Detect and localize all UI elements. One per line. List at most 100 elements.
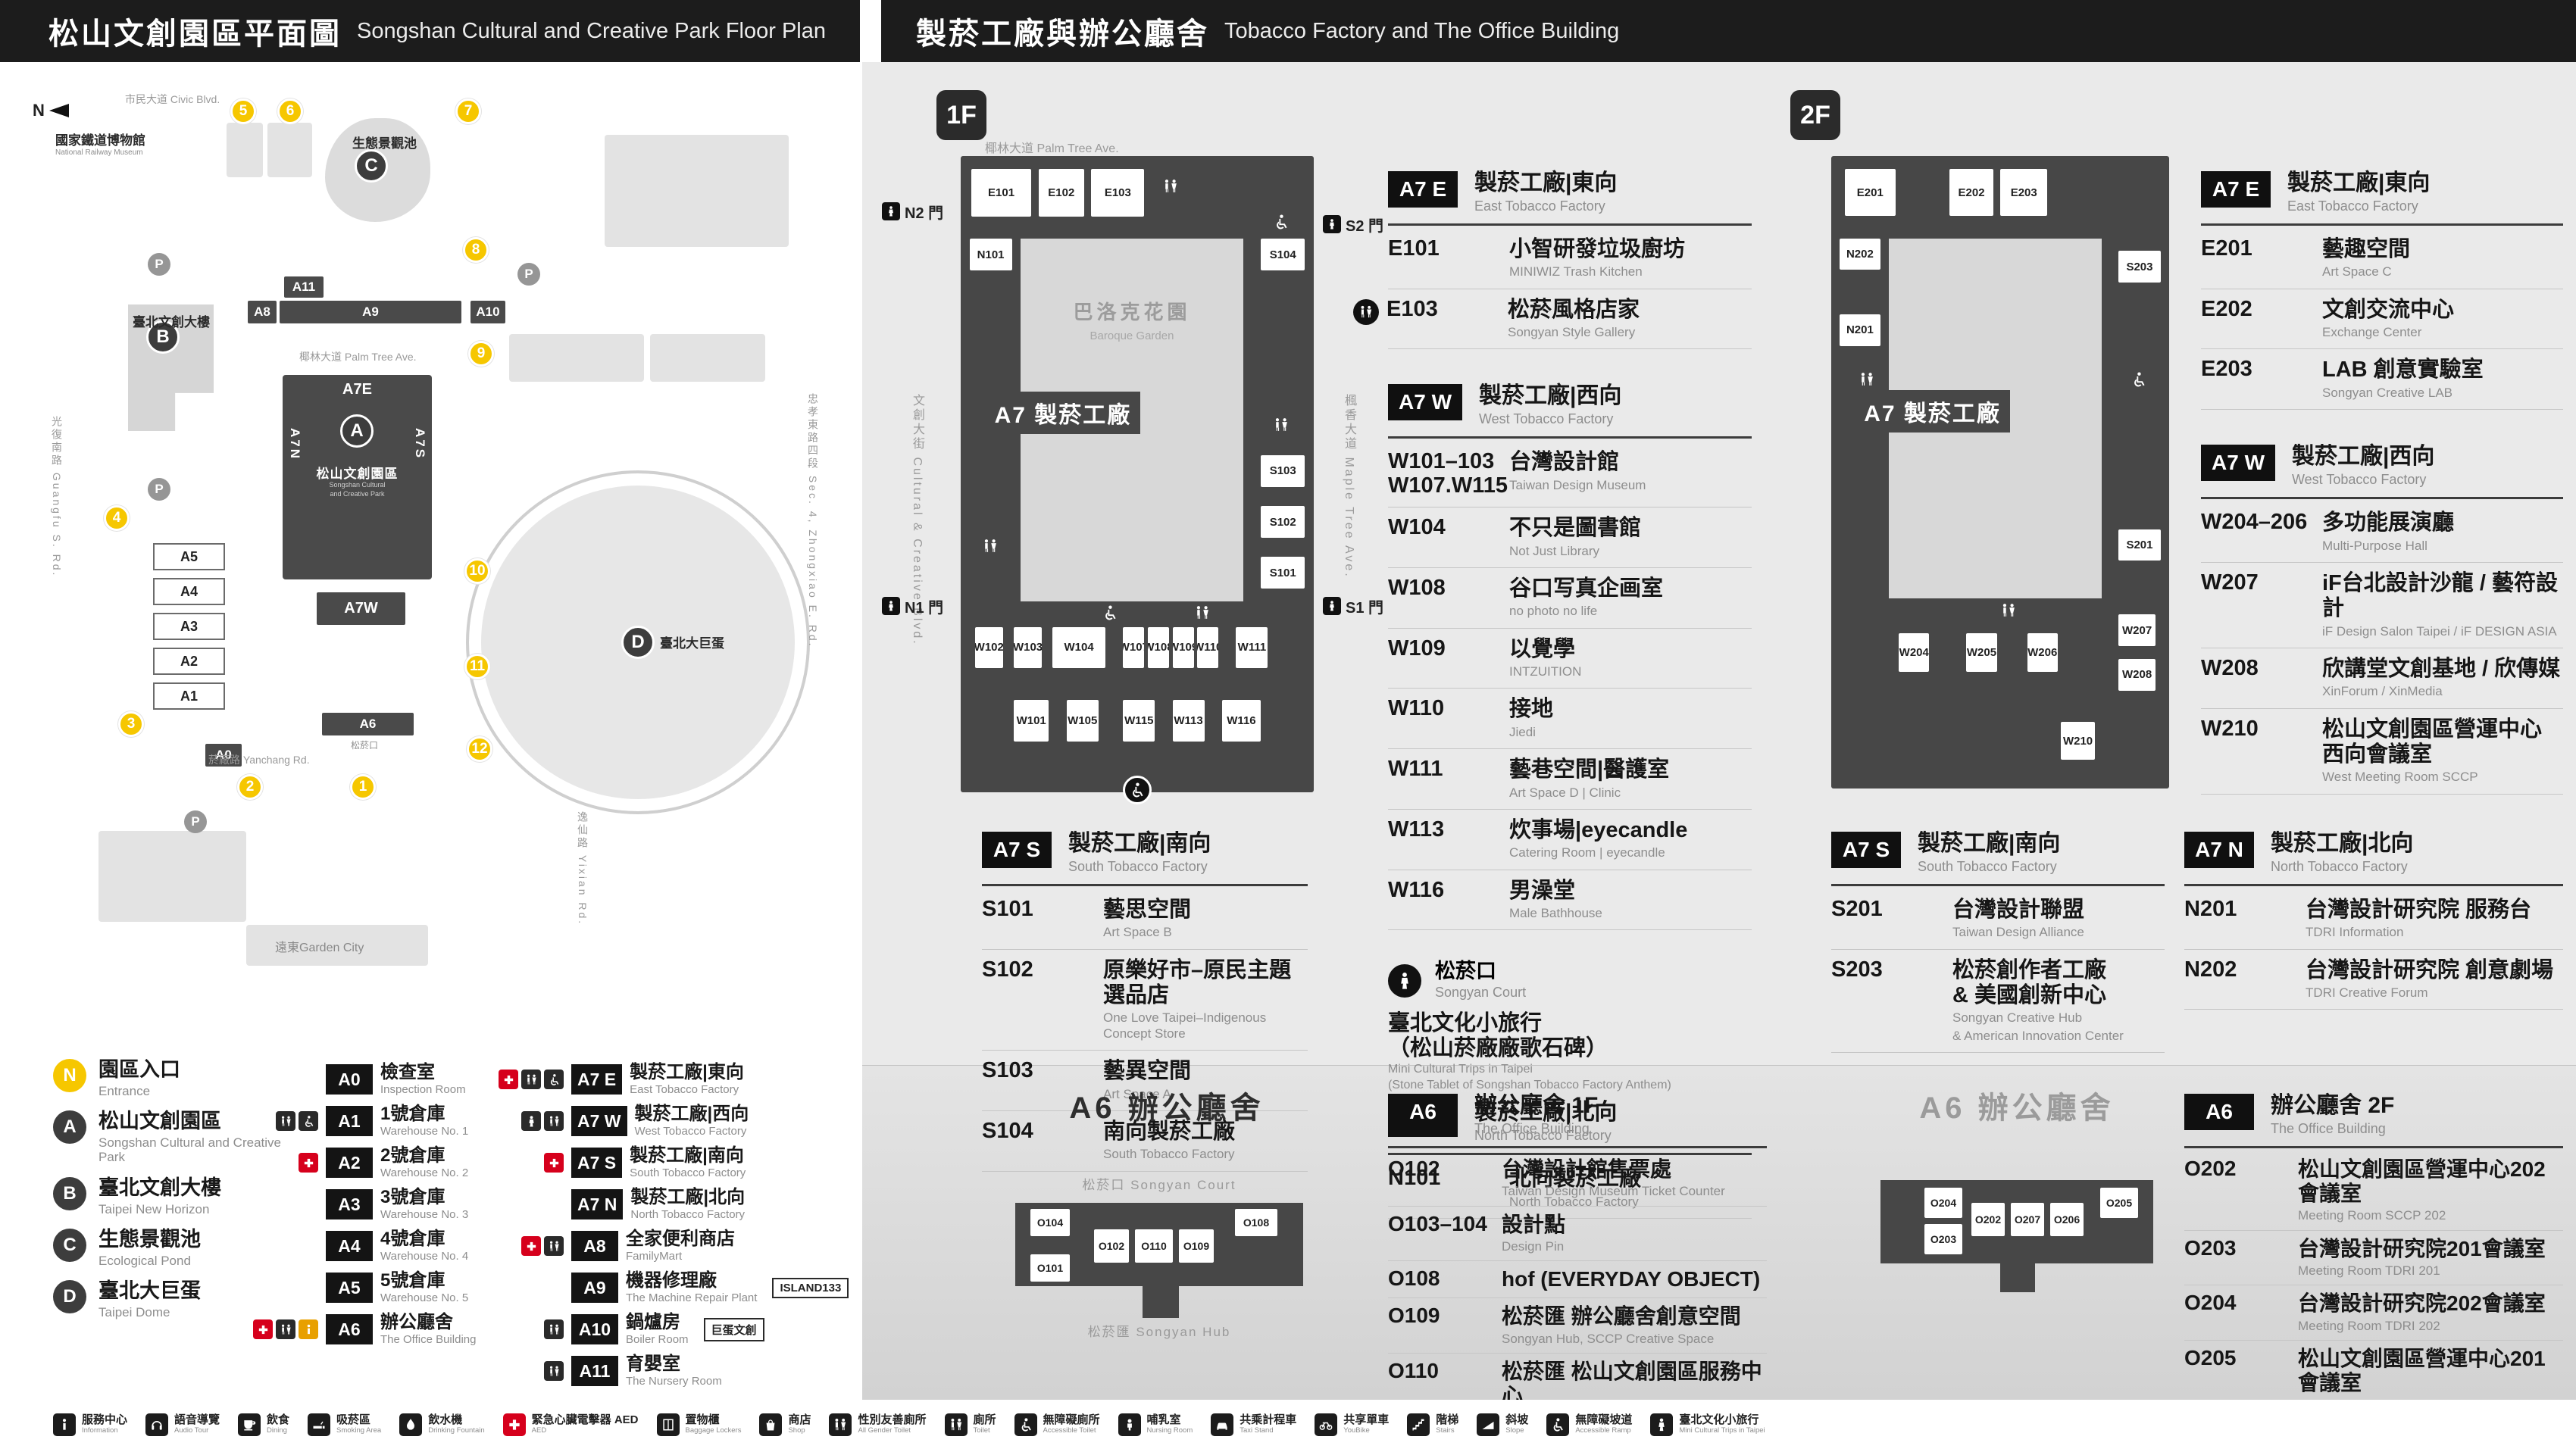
code-line: E203 bbox=[2201, 357, 2252, 382]
room-name-zh: 台灣設計研究院202會議室 bbox=[2298, 1291, 2546, 1316]
building-A10: A10 bbox=[470, 301, 505, 323]
entrance-2: 2 bbox=[237, 774, 263, 800]
aed-icon bbox=[502, 1413, 526, 1436]
section-title-zh: 製菸工廠|西向 bbox=[1479, 383, 1622, 409]
strip-label-en: Accessible Ramp bbox=[1575, 1426, 1631, 1435]
legend-code-A7W: A7 W bbox=[571, 1106, 627, 1136]
room-name-zh: 多功能展演廳 bbox=[2322, 511, 2455, 536]
a6-1f-code: A6 bbox=[1388, 1093, 1458, 1130]
legend-code-A3: A3 bbox=[326, 1189, 373, 1219]
a7n-wing-label: A7N bbox=[288, 428, 302, 461]
north-compass: N bbox=[33, 101, 69, 120]
a7s-1f-code: A7 S bbox=[982, 831, 1052, 868]
room-code: W116 bbox=[1388, 877, 1502, 903]
songyan-line-zh: 臺北文化小旅行 bbox=[1388, 1011, 1543, 1036]
room-name-zh: 原樂好市–原民主題選品店 bbox=[1103, 957, 1292, 1008]
room-code: O102 bbox=[1388, 1157, 1494, 1181]
code-line: W116 bbox=[1388, 877, 1445, 902]
room-code: N101 bbox=[1388, 1166, 1502, 1191]
code-line: E101 bbox=[1388, 236, 1440, 261]
map-label: 臺北文創大樓 bbox=[133, 315, 210, 329]
room-name-zh2: 西向會議室 bbox=[2322, 742, 2433, 767]
map-label: 生態景觀池 bbox=[352, 136, 417, 151]
street-label: 市民大道 Civic Blvd. bbox=[125, 93, 220, 105]
code-line: S203 bbox=[1831, 957, 1883, 982]
section-title-en: West Tobacco Factory bbox=[2292, 472, 2427, 488]
strip-label-en: Baggage Lockers bbox=[685, 1426, 742, 1435]
wc-icon bbox=[544, 1236, 564, 1256]
room-name-zh: 松山文創園區營運中心202會議室 bbox=[2298, 1157, 2546, 1206]
legend-building-en: Warehouse No. 5 bbox=[380, 1291, 469, 1304]
room-code: E203 bbox=[2201, 358, 2315, 382]
street-maple-ave: 楓香大道 Maple Tree Ave. bbox=[1343, 394, 1355, 579]
legend-building-en: East Tobacco Factory bbox=[630, 1082, 739, 1096]
parking-icon: P bbox=[148, 478, 170, 501]
room-code: W210 bbox=[2201, 717, 2315, 742]
legend-landmark-zh: 臺北文創大樓 bbox=[98, 1176, 221, 1200]
acc-icon bbox=[1273, 214, 1290, 230]
strip-label-en: All Gender Toilet bbox=[858, 1426, 911, 1435]
info-icon bbox=[53, 1413, 76, 1436]
room-code: O108 bbox=[1388, 1266, 1494, 1291]
section-title-zh: 製菸工廠|北向 bbox=[1474, 1100, 1618, 1126]
left-header-title-en: Songshan Cultural and Creative Park Floo… bbox=[357, 18, 826, 43]
legend-building-zh: 製菸工廠|北向 bbox=[630, 1187, 746, 1208]
strip-label-en: Stairs bbox=[1436, 1426, 1455, 1435]
section-title-zh: 辦公廳舍 1F bbox=[1474, 1093, 1599, 1118]
garden-label-en: Baroque Garden bbox=[1089, 329, 1174, 342]
legend-landmark-zh: 生態景觀池 bbox=[98, 1228, 201, 1251]
room-name-en: Catering Room | eyecandle bbox=[1509, 845, 1665, 860]
code-line: N201 bbox=[2184, 897, 2237, 921]
strip-label-en: Information bbox=[82, 1426, 118, 1435]
room-name-zh: 台灣設計館售票處 bbox=[1502, 1157, 1672, 1181]
room-E101: E101 bbox=[971, 168, 1032, 217]
entrance-10: 10 bbox=[464, 558, 490, 584]
street-label: 光復南路 Guangfu S. Rd. bbox=[51, 416, 63, 578]
car-icon bbox=[1211, 1413, 1234, 1436]
legend-badge-A: A bbox=[53, 1110, 86, 1145]
room-name-en: no photo no life bbox=[1509, 604, 1598, 619]
park-name-en-1: Songshan Cultural bbox=[329, 481, 386, 489]
room-W204: W204 bbox=[1899, 633, 1930, 672]
person-icon bbox=[1323, 597, 1341, 616]
pond-badge: C bbox=[355, 149, 388, 183]
room-name-en: Exchange Center bbox=[2322, 325, 2422, 340]
legend-row-icons bbox=[253, 1319, 318, 1339]
room-name-zh: 男澡堂 bbox=[1509, 878, 1576, 903]
room-name-zh: 以覺學 bbox=[1509, 636, 1576, 661]
entrance-1: 1 bbox=[350, 774, 376, 800]
legend-building-zh: 育嬰室 bbox=[626, 1354, 680, 1375]
room-O101: O101 bbox=[1030, 1254, 1070, 1282]
aed-icon bbox=[521, 1236, 541, 1256]
aed-icon bbox=[299, 1153, 318, 1173]
room-name-en: Jiedi bbox=[1509, 724, 1536, 739]
a6-2f-stub bbox=[2000, 1263, 2035, 1292]
strip-label-zh: 服務中心 bbox=[82, 1413, 128, 1427]
